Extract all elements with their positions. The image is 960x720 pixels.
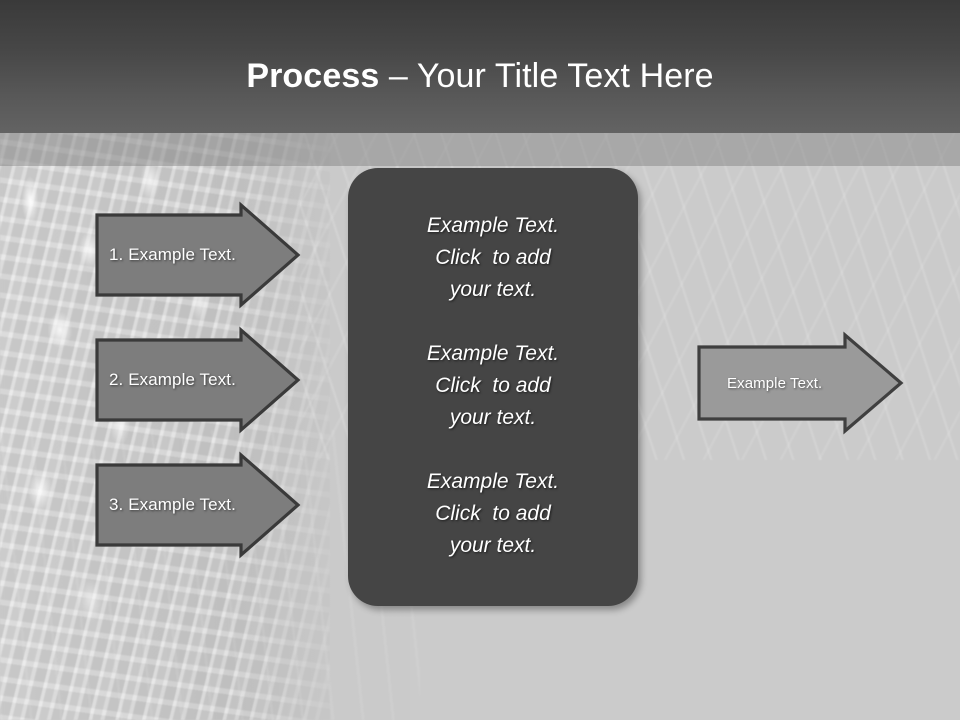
process-arrow-1-label: 1. Example Text. bbox=[109, 244, 236, 264]
process-arrow-2[interactable]: 2. Example Text. bbox=[95, 326, 301, 434]
panel-text-block-3-line-1: Example Text. bbox=[426, 470, 560, 493]
panel-text-block-2[interactable]: Example Text. Click to add your text. bbox=[373, 338, 613, 434]
panel-text-block-3-line-2: Click to add bbox=[435, 502, 551, 525]
process-arrow-1[interactable]: 1. Example Text. bbox=[95, 201, 301, 309]
result-arrow-label: Example Text. bbox=[727, 374, 823, 392]
panel-text-block-3[interactable]: Example Text. Click to add your text. bbox=[373, 466, 613, 562]
panel-text-block-3-line-3: your text. bbox=[449, 534, 537, 557]
slide-header: Process – Your Title Text Here bbox=[0, 0, 960, 133]
result-arrow[interactable]: Example Text. bbox=[697, 331, 904, 435]
process-arrow-3[interactable]: 3. Example Text. bbox=[95, 451, 301, 559]
panel-text-block-1[interactable]: Example Text. Click to add your text. bbox=[373, 210, 613, 306]
panel-text-block-2-line-2: Click to add bbox=[435, 374, 551, 397]
arrow-right-shape-icon bbox=[95, 201, 301, 309]
panel-text-block-2-line-1: Example Text. bbox=[426, 342, 560, 365]
process-arrow-3-label: 3. Example Text. bbox=[109, 494, 236, 514]
process-arrow-2-label: 2. Example Text. bbox=[109, 369, 236, 389]
arrow-right-shape-icon bbox=[95, 451, 301, 559]
panel-text-block-1-line-2: Click to add bbox=[435, 246, 551, 269]
arrow-right-shape-icon bbox=[95, 326, 301, 434]
page-title: Process – Your Title Text Here bbox=[246, 56, 713, 96]
panel-text-block-1-line-1: Example Text. bbox=[426, 214, 560, 237]
center-content-panel[interactable]: Example Text. Click to add your text. Ex… bbox=[348, 168, 638, 606]
panel-text-block-2-line-3: your text. bbox=[449, 406, 537, 429]
header-accent-band bbox=[0, 133, 960, 166]
page-title-bold: Process bbox=[246, 56, 380, 95]
arrow-right-shape-icon bbox=[697, 331, 904, 435]
panel-text-block-1-line-3: your text. bbox=[449, 278, 537, 301]
page-title-rest: – Your Title Text Here bbox=[379, 56, 714, 95]
